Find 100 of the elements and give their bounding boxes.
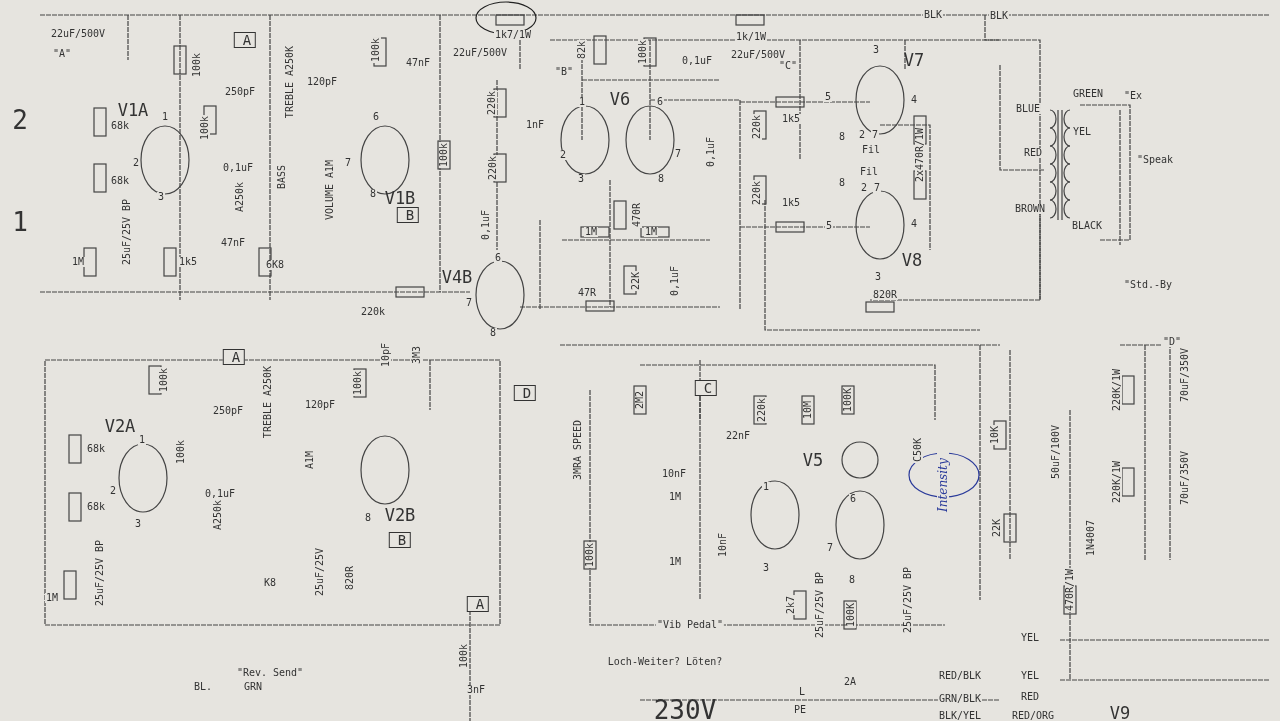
component-value: 10K xyxy=(990,424,1000,446)
component-value: 0,1uF xyxy=(203,489,237,499)
wire-color-label: GRN/BLK xyxy=(937,694,983,704)
pin-number: 1 xyxy=(161,112,169,122)
component-value: "Ex xyxy=(1122,91,1144,101)
component-value: 1M xyxy=(668,557,682,567)
component-value: 70uF/350V xyxy=(1180,449,1190,507)
component-value: "C" xyxy=(777,61,799,71)
component-value: 470R/1W xyxy=(1065,567,1075,613)
component-value: 820R xyxy=(345,564,355,592)
tube-label: V2B xyxy=(383,506,417,524)
component-value: 2x470R/1W xyxy=(915,126,925,184)
off-page-connector: A xyxy=(233,32,257,48)
component-value: 6K8 xyxy=(264,260,286,270)
component-value: 1M xyxy=(584,227,598,237)
component-value: 100k xyxy=(159,366,169,394)
component-value: TREBLE A250K xyxy=(285,44,295,120)
component-value: "D" xyxy=(1161,337,1183,347)
component-value: 100k xyxy=(353,369,363,397)
component-value: Fil xyxy=(860,145,882,155)
pin-number: 8 xyxy=(848,575,856,585)
component-value: 1k5 xyxy=(177,257,199,267)
pin-number: 3 xyxy=(762,563,770,573)
pin-number: 2 xyxy=(860,183,868,193)
component-value: 50uF/100V xyxy=(1051,423,1061,481)
pin-number: 3 xyxy=(874,272,882,282)
wire-color-label: RED/ORG xyxy=(1010,711,1056,721)
component-value: 220k xyxy=(488,154,498,182)
off-page-connector: A xyxy=(222,349,246,365)
component-value: "B" xyxy=(553,67,575,77)
component-value: 100k xyxy=(200,114,210,142)
pin-number: 8 xyxy=(838,178,846,188)
component-value: 2M2 xyxy=(635,389,645,411)
component-value: 3MRA SPEED xyxy=(573,418,583,482)
component-value: 2A xyxy=(843,677,857,687)
component-value: 22K xyxy=(631,270,641,292)
off-page-connector: A xyxy=(466,596,490,612)
pin-number: 6 xyxy=(372,112,380,122)
component-value: BASS xyxy=(277,163,287,191)
pin-number: 1 xyxy=(138,435,146,445)
component-value: 220K/1W xyxy=(1112,367,1122,413)
wire-color-label: YEL xyxy=(1019,671,1041,681)
wire-color-label: RED/BLK xyxy=(937,671,983,681)
component-value: 120pF xyxy=(305,77,339,87)
component-value: 10nF xyxy=(718,531,728,559)
component-value: 0,1uF xyxy=(680,56,714,66)
component-value: 470R xyxy=(632,201,642,229)
pin-number: 7 xyxy=(674,149,682,159)
component-value: 1M xyxy=(71,257,85,267)
tube-label: V1A xyxy=(116,101,150,119)
component-value: 0,1uF xyxy=(706,135,716,169)
component-value: 100k xyxy=(585,541,595,569)
component-value: 68k xyxy=(85,444,107,454)
component-value: A250k xyxy=(213,498,223,532)
component-value: 100k xyxy=(439,141,449,169)
component-value: 1M xyxy=(45,593,59,603)
input-number: 1 xyxy=(11,209,29,235)
component-value: "Rev. Send" xyxy=(235,668,305,678)
wire-color-label: YEL xyxy=(1019,633,1041,643)
wire-color-label: BLACK xyxy=(1070,221,1104,231)
component-value: 100K xyxy=(846,601,856,629)
component-value: 220k xyxy=(752,179,762,207)
component-value: 220k xyxy=(359,307,387,317)
wire-color-label: YEL xyxy=(1071,127,1093,137)
component-value: 22uF/500V xyxy=(451,48,509,58)
component-value: C50K xyxy=(913,436,923,464)
component-value: 10nF xyxy=(660,469,688,479)
tube-label: V1B xyxy=(383,189,417,207)
component-value: 22nF xyxy=(724,431,752,441)
component-value: 100k xyxy=(192,51,202,79)
pin-number: 8 xyxy=(369,189,377,199)
pin-number: 7 xyxy=(465,298,473,308)
pin-number: PE xyxy=(793,705,807,715)
component-value: 10pF xyxy=(381,341,391,369)
component-value: Fil xyxy=(858,167,880,177)
component-value: 2k7 xyxy=(786,594,796,616)
pin-number: 6 xyxy=(849,494,857,504)
pin-number: 1 xyxy=(762,482,770,492)
pin-number: 3 xyxy=(157,192,165,202)
component-value: 1nF xyxy=(524,120,546,130)
component-value: A250k xyxy=(235,180,245,214)
pin-number: 2 xyxy=(132,158,140,168)
component-value: 22uF/500V xyxy=(729,50,787,60)
pin-number: 8 xyxy=(364,513,372,523)
tube-label: V6 xyxy=(608,90,632,108)
tube-label: V2A xyxy=(103,417,137,435)
component-value: TREBLE A250K xyxy=(263,364,273,440)
component-value: 25uF/25V BP xyxy=(95,538,105,608)
input-number: 230V xyxy=(652,697,718,721)
component-value: 220k xyxy=(752,113,762,141)
component-value: 47nF xyxy=(219,238,247,248)
pin-number: 7 xyxy=(344,158,352,168)
tube-label: V8 xyxy=(900,251,924,269)
wire-color-label: RED xyxy=(1022,148,1044,158)
component-value: 25uF/25V BP xyxy=(122,197,132,267)
component-value: 1k/1W xyxy=(734,32,768,42)
wire-color-label: BROWN xyxy=(1013,204,1047,214)
component-value: 250pF xyxy=(223,87,257,97)
component-value: 250pF xyxy=(211,406,245,416)
off-page-connector: B xyxy=(396,207,420,223)
